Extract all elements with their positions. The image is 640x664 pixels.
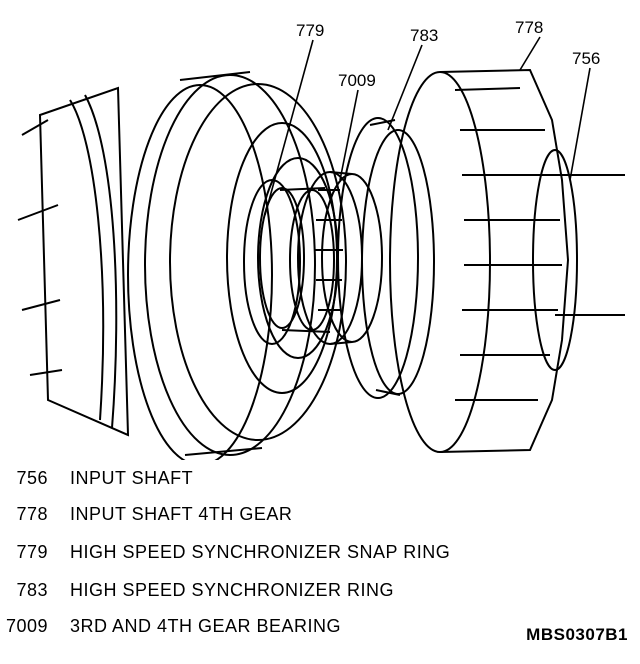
part-number: 7009 xyxy=(5,616,48,636)
part-description: INPUT SHAFT 4TH GEAR xyxy=(70,504,293,524)
part-description: HIGH SPEED SYNCHRONIZER SNAP RING xyxy=(70,542,451,562)
part-description: INPUT SHAFT xyxy=(70,468,194,488)
callout-783: 783 xyxy=(410,26,438,45)
part-number: 783 xyxy=(16,580,48,600)
figure-id: MBS0307B1 xyxy=(526,625,628,644)
callout-756: 756 xyxy=(572,49,600,68)
callout-779: 779 xyxy=(296,21,324,40)
part-description: 3RD AND 4TH GEAR BEARING xyxy=(70,616,342,636)
exploded-view-illustration: 779 783 778 756 7009 xyxy=(17,18,625,460)
part-description: HIGH SPEED SYNCHRONIZER RING xyxy=(70,580,395,600)
part-number: 779 xyxy=(16,542,48,562)
fourth-gear-drawing xyxy=(389,68,578,453)
leader-lines xyxy=(264,36,591,216)
synchronizer-disk-drawing xyxy=(127,71,347,460)
synchronizer-ring-drawing xyxy=(337,117,435,399)
callout-778: 778 xyxy=(515,18,543,37)
part-number: 756 xyxy=(16,468,48,488)
part-number: 778 xyxy=(16,504,48,524)
left-gear-drawing xyxy=(17,86,130,437)
input-shaft-drawing xyxy=(555,174,625,316)
callout-7009: 7009 xyxy=(338,71,376,90)
